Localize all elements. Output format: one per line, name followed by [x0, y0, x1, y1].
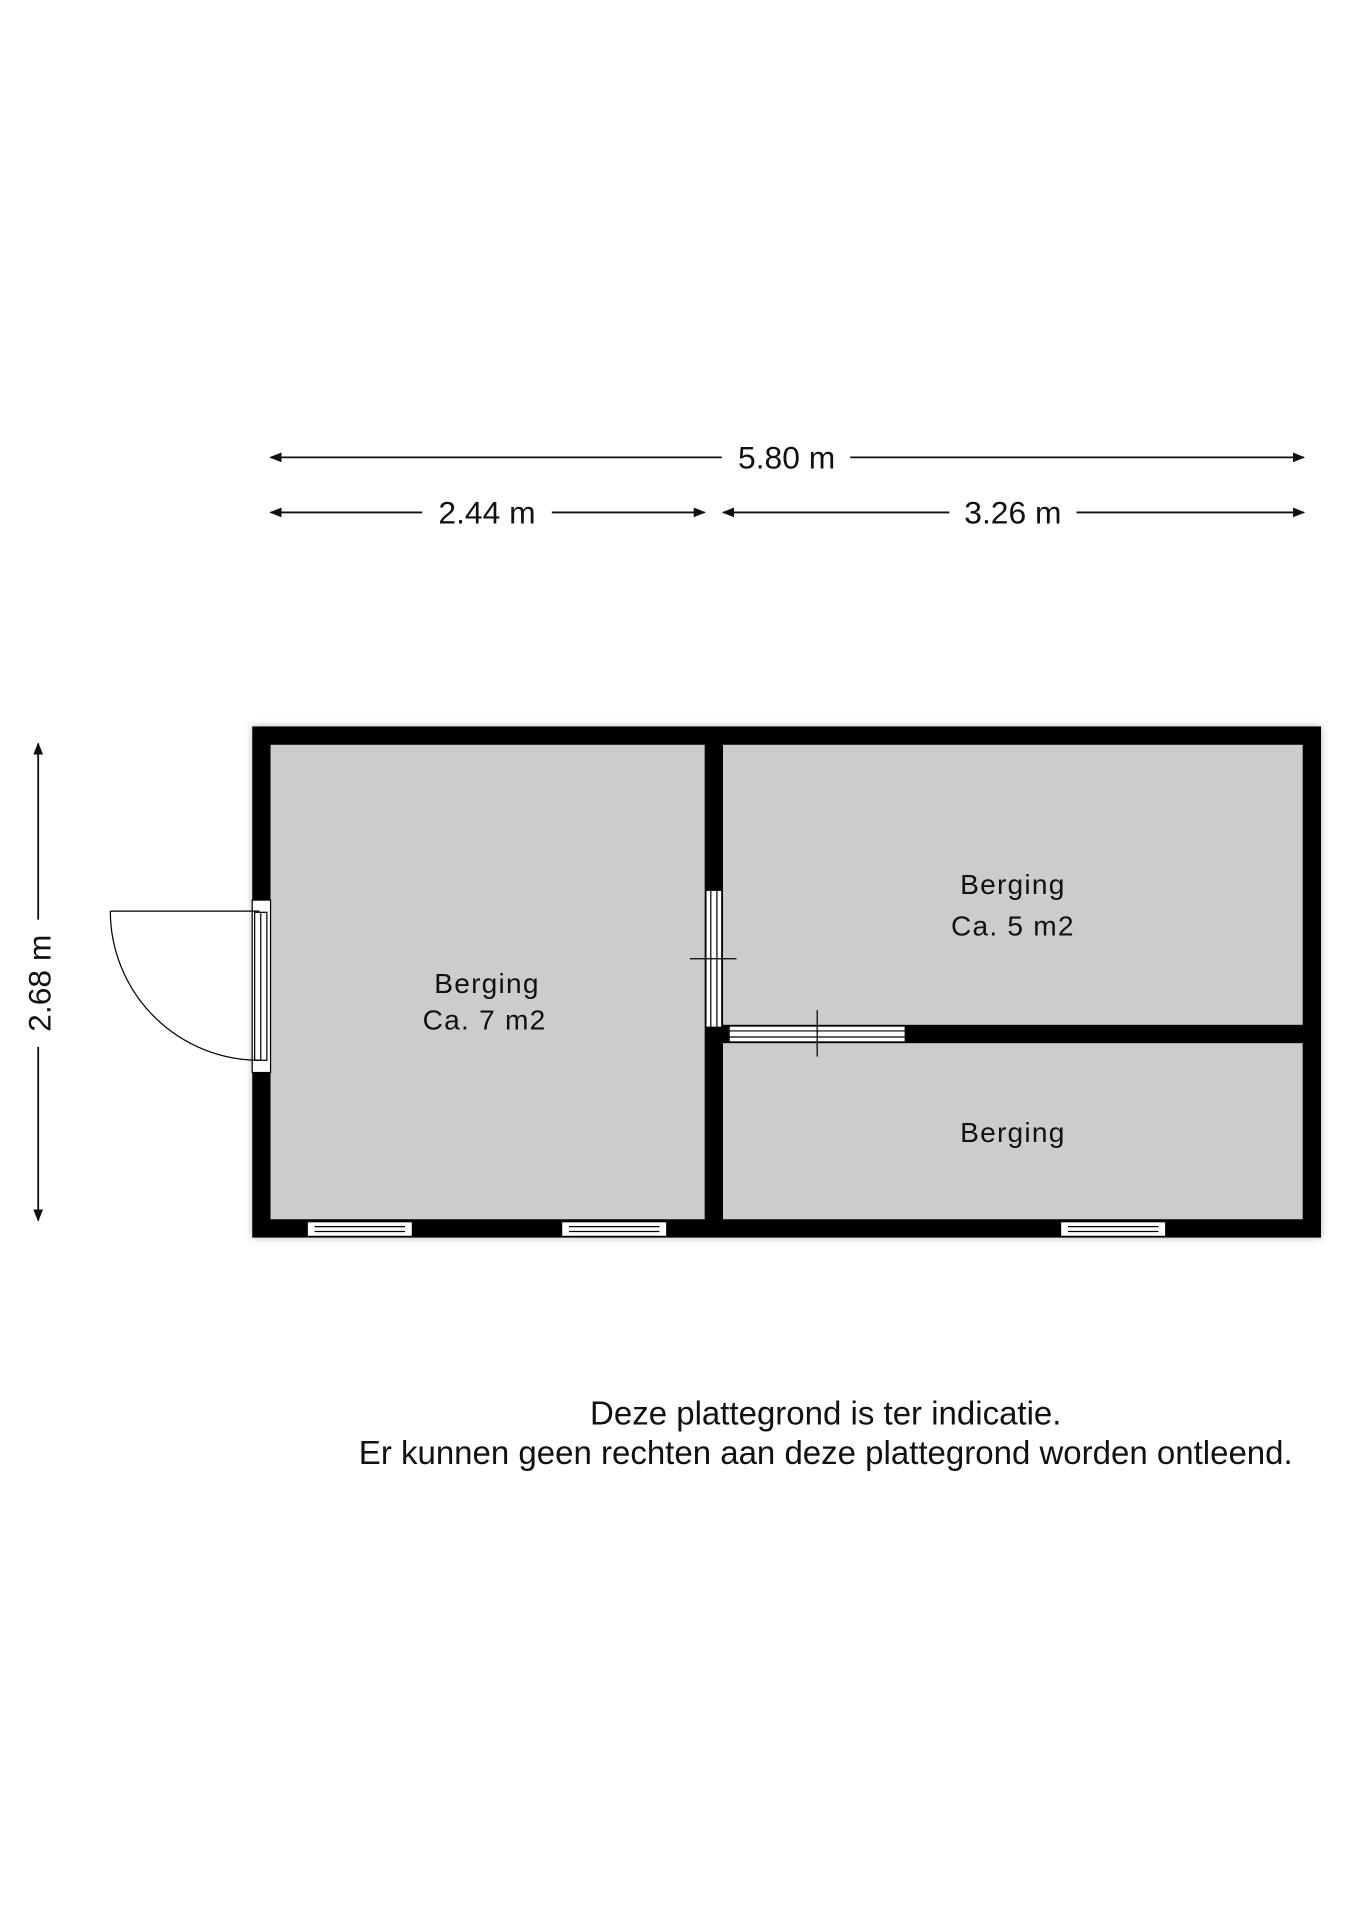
room-name: Berging [960, 869, 1065, 900]
dimension-left-width: 2.44 m [269, 494, 706, 530]
interior-door [690, 889, 737, 1028]
disclaimer-line-2: Er kunnen geen rechten aan deze plattegr… [359, 1434, 1293, 1471]
room-floor [723, 1043, 1303, 1220]
dimension-total-width: 5.80 m [269, 439, 1306, 475]
dimension-label: 3.26 m [964, 494, 1061, 530]
entrance-door [109, 899, 272, 1074]
interior-door [728, 1010, 906, 1057]
dimension-label: 5.80 m [738, 439, 835, 475]
disclaimer-line-1: Deze plattegrond is ter indicatie. [590, 1395, 1061, 1432]
room-name: Berging [960, 1117, 1065, 1148]
dimension-height: 2.68 m [21, 742, 57, 1222]
room-floor [723, 744, 1303, 1025]
dimension-label: 2.68 m [21, 935, 57, 1032]
room-floor [270, 744, 705, 1220]
room-area: Ca. 5 m2 [951, 911, 1075, 942]
room-name: Berging [434, 968, 539, 999]
room-area: Ca. 7 m2 [423, 1005, 547, 1036]
dimension-label: 2.44 m [438, 494, 535, 530]
dimension-right-width: 3.26 m [721, 494, 1306, 530]
windows [306, 1221, 1167, 1237]
building [252, 726, 1322, 1238]
